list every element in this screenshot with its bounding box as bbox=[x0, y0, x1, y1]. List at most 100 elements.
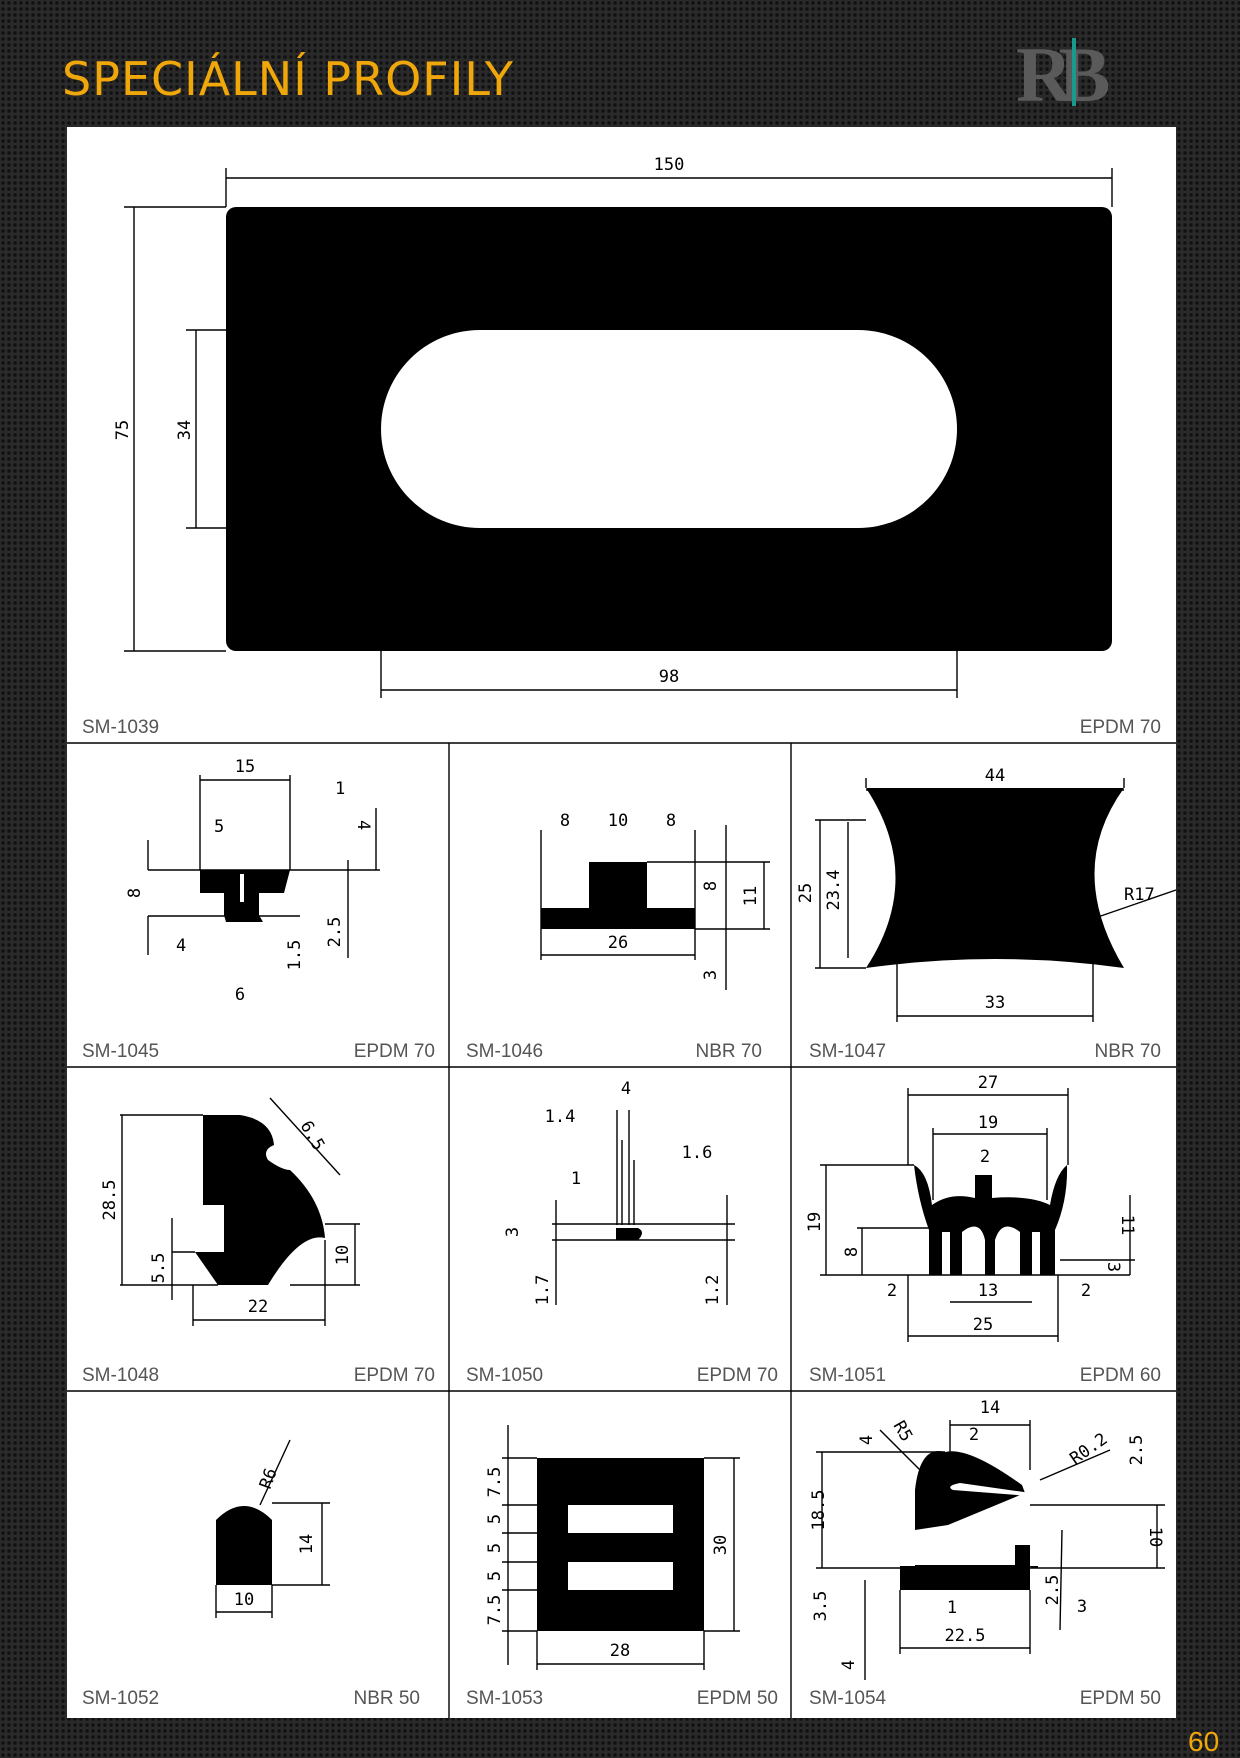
profile-code: SM-1052 bbox=[82, 1688, 159, 1709]
dim-label: 14 bbox=[297, 1534, 317, 1554]
profile-sm-1047: 44 25 23.4 R17 33 SM-1047 NBR 70 bbox=[796, 766, 1177, 1062]
profile-sm-1039: 150 75 34 98 SM-1039 EPDM 70 bbox=[82, 155, 1161, 738]
dim-label: 10 bbox=[333, 1245, 353, 1265]
profile-material: EPDM 70 bbox=[354, 1365, 435, 1386]
dim-label: 22 bbox=[248, 1297, 268, 1317]
dim-label: 150 bbox=[654, 155, 685, 175]
dim-label: 11 bbox=[741, 886, 761, 906]
dim-label: 1.2 bbox=[703, 1275, 723, 1306]
dim-label: 10 bbox=[608, 811, 628, 831]
grid-dividers bbox=[67, 742, 1176, 1718]
dim-label: 4 bbox=[176, 936, 186, 956]
profile-sm-1048: 28.5 6.5 5.5 10 22 SM-1048 EPDM 70 bbox=[82, 1097, 435, 1386]
dim-label: 2 bbox=[969, 1425, 979, 1445]
dim-label: 3 bbox=[1103, 1262, 1123, 1272]
profile-code: SM-1047 bbox=[809, 1041, 886, 1062]
profile-code: SM-1048 bbox=[82, 1365, 159, 1386]
dim-label: 28 bbox=[610, 1641, 630, 1661]
dim-label: 19 bbox=[805, 1212, 825, 1232]
page-title: SPECIÁLNÍ PROFILY bbox=[62, 52, 514, 106]
profile-material: NBR 50 bbox=[353, 1688, 420, 1709]
dim-label: 15 bbox=[235, 757, 255, 777]
dim-label: 1 bbox=[335, 779, 345, 799]
dim-label: 2.5 bbox=[1043, 1575, 1063, 1606]
dim-label: 10 bbox=[234, 1590, 254, 1610]
dim-label: 5 bbox=[214, 817, 224, 837]
dim-label: 8 bbox=[666, 811, 676, 831]
dim-label: 1.7 bbox=[533, 1275, 553, 1306]
dim-label: R6 bbox=[256, 1466, 282, 1492]
dim-label: 28.5 bbox=[100, 1180, 120, 1221]
dim-label: 5.5 bbox=[149, 1253, 169, 1284]
profile-sm-1052: R6 14 10 SM-1052 NBR 50 bbox=[82, 1439, 420, 1709]
profile-code: SM-1051 bbox=[809, 1365, 886, 1386]
dim-label: 3 bbox=[503, 1227, 523, 1237]
dim-label: 25 bbox=[796, 883, 816, 903]
dim-label: 1.5 bbox=[285, 940, 305, 971]
dim-label: 4 bbox=[839, 1660, 859, 1670]
dim-label: 8 bbox=[701, 881, 721, 891]
dim-label: 5 bbox=[485, 1571, 505, 1581]
profile-material: NBR 70 bbox=[1094, 1041, 1161, 1062]
dim-label: 2 bbox=[1081, 1281, 1091, 1301]
dim-label: 27 bbox=[978, 1073, 998, 1093]
profile-material: EPDM 70 bbox=[1080, 717, 1161, 738]
dim-label: 26 bbox=[608, 933, 628, 953]
profile-material: EPDM 70 bbox=[354, 1041, 435, 1062]
profile-code: SM-1039 bbox=[82, 717, 159, 738]
dim-label: 3 bbox=[701, 970, 721, 980]
dim-label: 0.7 bbox=[951, 1570, 982, 1590]
dim-label: 5 bbox=[485, 1543, 505, 1553]
profile-code: SM-1050 bbox=[466, 1365, 543, 1386]
profile-sm-1050: 4 1.4 1.6 1 3 1.7 1.2 SM-1050 EPDM 70 bbox=[466, 1079, 778, 1386]
profile-code: SM-1046 bbox=[466, 1041, 543, 1062]
dim-label: 34 bbox=[175, 420, 195, 440]
dim-label: 8 bbox=[842, 1247, 862, 1257]
logo-accent bbox=[1072, 38, 1076, 106]
profile-code: SM-1053 bbox=[466, 1688, 543, 1709]
profile-sm-1054: R5 14 2 R0.2 4 2.5 18.5 10 0.7 1 2.5 3 3… bbox=[809, 1398, 1165, 1709]
dim-label: 6 bbox=[235, 985, 245, 1005]
dim-label: 5 bbox=[485, 1514, 505, 1524]
dim-label: 33 bbox=[985, 993, 1005, 1013]
profile-material: NBR 70 bbox=[695, 1041, 762, 1062]
dim-label: 4 bbox=[621, 1079, 631, 1099]
dim-label: 11 bbox=[1117, 1215, 1137, 1235]
dim-label: 3.5 bbox=[811, 1591, 831, 1622]
dim-label: 10 bbox=[1145, 1527, 1165, 1547]
dim-label: 23.4 bbox=[824, 870, 844, 911]
dim-label: R5 bbox=[889, 1418, 917, 1446]
dim-label: 18.5 bbox=[809, 1490, 829, 1531]
company-logo: RB bbox=[1016, 31, 1110, 118]
dim-label: 8 bbox=[560, 811, 570, 831]
profile-sm-1045: 15 1 5 4 8 4 1.5 2.5 6 SM-1045 EPDM 70 bbox=[82, 757, 435, 1062]
dim-label: 7.5 bbox=[485, 1467, 505, 1498]
dim-label: 6.5 bbox=[296, 1118, 329, 1155]
page-number: 60 bbox=[1188, 1726, 1220, 1757]
dim-label: 4 bbox=[353, 820, 373, 830]
dim-label: 2.5 bbox=[1127, 1435, 1147, 1466]
dim-label: 3 bbox=[1077, 1597, 1087, 1617]
dim-label: 1 bbox=[947, 1598, 957, 1618]
dim-label: 14 bbox=[980, 1398, 1000, 1418]
dim-label: 1.6 bbox=[682, 1143, 713, 1163]
dim-label: 25 bbox=[973, 1315, 993, 1335]
dim-label: 4 bbox=[857, 1435, 877, 1445]
dim-label: 22.5 bbox=[945, 1626, 986, 1646]
dim-label: 30 bbox=[711, 1535, 731, 1555]
dim-label: 1.4 bbox=[545, 1107, 576, 1127]
profile-material: EPDM 50 bbox=[697, 1688, 778, 1709]
profile-code: SM-1054 bbox=[809, 1688, 887, 1709]
dim-label: 13 bbox=[978, 1281, 998, 1301]
dim-label: 2.5 bbox=[325, 917, 345, 948]
dim-label: 98 bbox=[659, 667, 679, 687]
dim-label: 2 bbox=[980, 1147, 990, 1167]
dim-label: R17 bbox=[1124, 885, 1155, 905]
profile-sm-1046: 8 10 8 8 11 26 3 SM-1046 NBR 70 bbox=[466, 811, 770, 1062]
dim-label: 7.5 bbox=[485, 1595, 505, 1626]
profile-sm-1053: 7.5 5 5 5 7.5 30 28 SM-1053 EPDM 50 bbox=[466, 1425, 778, 1709]
dim-label: 2 bbox=[887, 1281, 897, 1301]
profile-material: EPDM 50 bbox=[1080, 1688, 1161, 1709]
dim-label: 19 bbox=[978, 1113, 998, 1133]
